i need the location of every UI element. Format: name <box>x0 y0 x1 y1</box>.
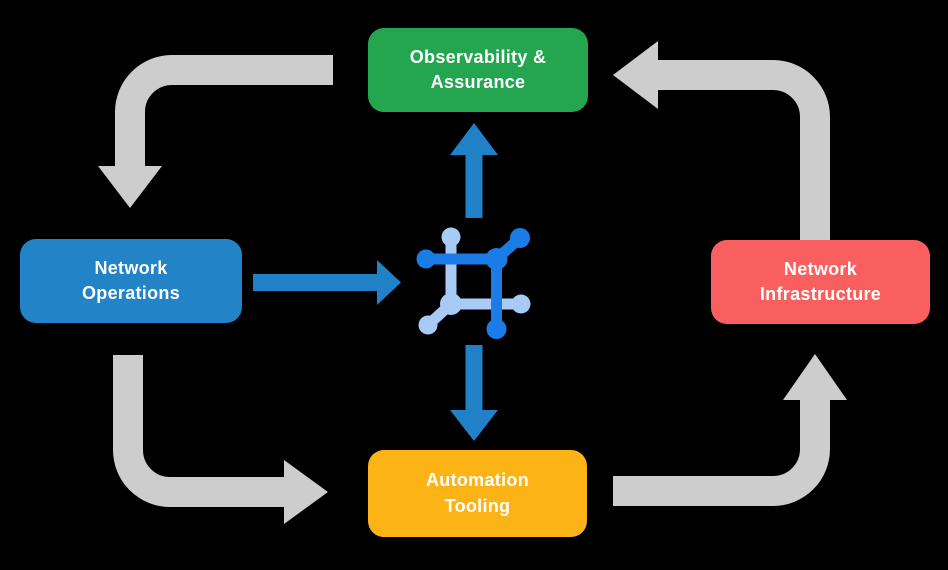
arrowhead-right-icon <box>284 460 328 524</box>
node-observability-assurance: Observability & Assurance <box>368 28 588 112</box>
network-mesh-icon <box>416 227 531 339</box>
arrow-observability-to-operations <box>98 55 333 208</box>
node-label: Automation Tooling <box>426 470 529 516</box>
node-label: Observability & Assurance <box>409 46 547 92</box>
node-network-infrastructure: Network Infrastructure <box>711 240 930 324</box>
arrow-shaft <box>613 400 830 506</box>
arrow-tooling-to-infrastructure <box>613 354 847 506</box>
mesh-node-left <box>416 249 436 269</box>
arrowhead-left-icon <box>613 41 658 109</box>
arrowhead-down-icon <box>450 410 498 441</box>
node-label: Network Operations <box>81 257 181 303</box>
mesh-node-bottom <box>486 319 507 339</box>
arrow-infrastructure-to-observability <box>613 41 830 240</box>
arrow-operations-to-center <box>253 260 401 305</box>
arrowhead-down-icon <box>98 166 162 208</box>
mesh-node-top-right <box>510 228 530 248</box>
arrow-shaft <box>115 55 333 166</box>
mesh-junction-bottom-left <box>440 293 462 315</box>
mesh-node-top <box>441 227 461 247</box>
arrow-center-to-tooling <box>450 345 498 441</box>
mesh-node-bottom-left <box>418 315 438 335</box>
arrow-operations-to-tooling <box>113 355 328 524</box>
arrowhead-up-icon <box>450 123 498 155</box>
mesh-node-right <box>511 294 531 314</box>
node-automation-tooling: Automation Tooling <box>368 450 587 537</box>
arrow-shaft <box>113 355 284 507</box>
node-network-operations: Network Operations <box>20 239 242 323</box>
mesh-junction-top-right <box>485 248 508 270</box>
arrowhead-right-icon <box>377 260 401 305</box>
arrow-center-to-observability <box>450 123 498 218</box>
arrowhead-up-icon <box>783 354 847 400</box>
arrow-shaft <box>658 60 830 240</box>
node-label: Network Infrastructure <box>759 258 882 304</box>
